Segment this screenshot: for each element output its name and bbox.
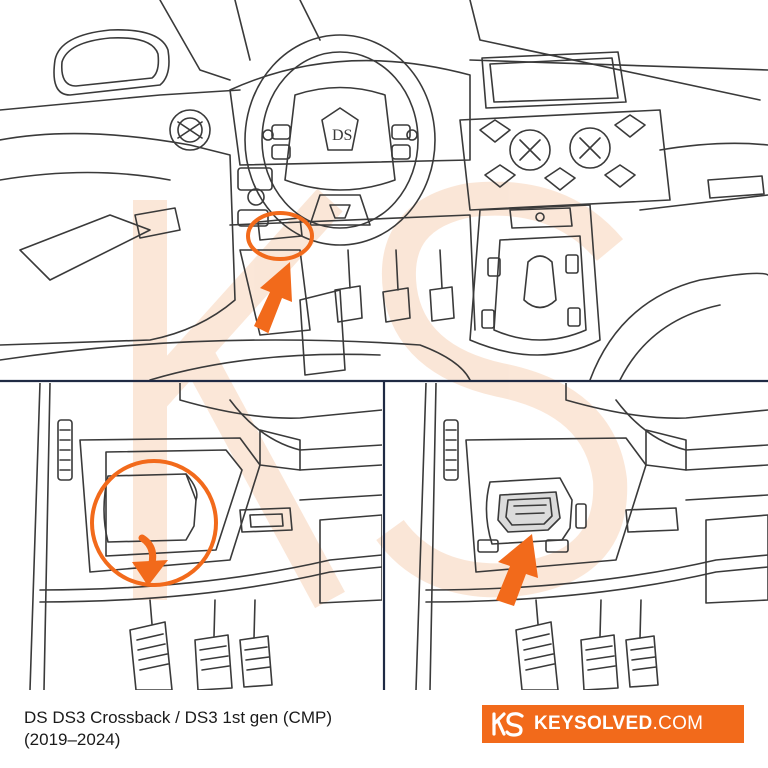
- pointer-arrow-top: [254, 262, 292, 334]
- obd-port-location-diagram: DS: [0, 0, 768, 690]
- dashboard-scene: DS: [0, 0, 768, 380]
- port-closeup-scene: [415, 383, 768, 690]
- port-pointer-arrow: [496, 534, 538, 606]
- svg-text:DS: DS: [332, 127, 352, 144]
- panel-dividers: [0, 379, 768, 690]
- vehicle-title-line-2: (2019–2024): [24, 730, 121, 749]
- vehicle-title: DS DS3 Crossback / DS3 1st gen (CMP) (20…: [24, 707, 464, 751]
- remove-cover-arrow: [132, 534, 168, 586]
- cover-closeup-scene: [29, 383, 382, 690]
- cover-highlight-ring: [90, 459, 218, 587]
- ks-logo-icon: [492, 712, 524, 737]
- brand-wordmark: KEYSOLVED.COM: [534, 705, 703, 743]
- brand-name-suffix: .COM: [652, 713, 704, 734]
- brand-name-bold: KEYSOLVED: [534, 713, 653, 734]
- brand-badge-background: [482, 705, 744, 743]
- obd-highlight-ring-top: [246, 211, 314, 261]
- vehicle-title-line-1: DS DS3 Crossback / DS3 1st gen (CMP): [24, 708, 332, 727]
- keysolved-brand-badge[interactable]: KEYSOLVED.COM: [482, 705, 744, 743]
